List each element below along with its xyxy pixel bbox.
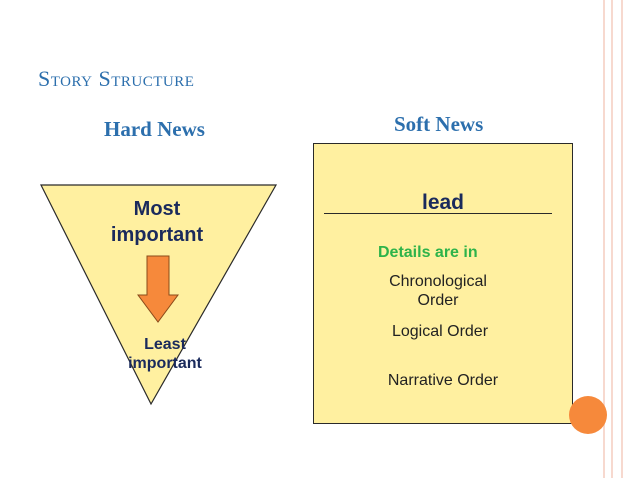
details-heading: Details are in: [378, 244, 478, 261]
most-important-line2: important: [110, 224, 204, 246]
narrative-order: Narrative Order: [387, 372, 499, 389]
decorative-stripe: [603, 0, 605, 478]
decorative-stripe: [611, 0, 613, 478]
inverted-pyramid: [40, 184, 278, 406]
decorative-stripe: [621, 0, 623, 478]
slide-title: Story Structure: [38, 66, 195, 91]
lead-divider: [324, 213, 552, 214]
hard-news-heading: Hard News: [104, 117, 205, 141]
lead-label: lead: [421, 191, 465, 214]
most-important-line1: Most: [133, 198, 181, 220]
down-arrow-icon: [137, 255, 179, 323]
decorative-circle: [569, 396, 607, 434]
chronological-line2: Order: [417, 292, 459, 309]
least-important-line2: important: [128, 355, 202, 372]
soft-news-box: [313, 143, 573, 424]
chronological-line1: Chronological: [389, 273, 487, 290]
soft-news-heading: Soft News: [394, 112, 484, 136]
logical-order: Logical Order: [391, 323, 489, 340]
least-important-line1: Least: [144, 336, 186, 353]
most-important-label: Most important: [82, 196, 232, 248]
least-important-label: Least important: [105, 335, 225, 373]
